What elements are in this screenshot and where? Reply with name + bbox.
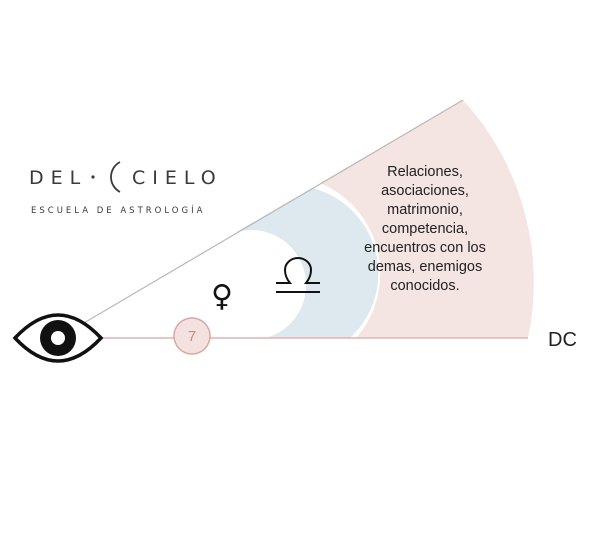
venus-icon: ♀ [211,279,233,314]
libra-icon [276,257,320,293]
description-line: matrimonio, [387,202,463,218]
description-line: asociaciones, [381,183,469,199]
eye-icon [12,313,104,363]
description-line: Relaciones, [387,164,463,180]
description-line: encuentros con los [364,240,486,256]
brand-tagline: ESCUELA DE ASTROLOGÍA [31,204,205,216]
house-cusp-ray [59,99,464,338]
description-line: demas, enemigos [368,259,482,275]
house-sector-band [320,100,534,338]
description-line: conocidos. [390,278,459,294]
brand-name-left: DEL [29,167,87,189]
brand-dot [91,175,95,179]
house-description: Relaciones, asociaciones, matrimonio, compe… [364,164,486,294]
brand-c-arc-icon [110,161,121,193]
house-number: 7 [188,328,196,345]
sign-sector-band [236,188,379,338]
brand-logo: DEL CIELO ESCUELA DE ASTROLOGÍA [29,161,223,216]
description-line: competencia, [382,221,468,237]
brand-name-right: CIELO [132,167,223,189]
house-number-badge: 7 [173,317,211,355]
descendant-label: DC [548,329,577,351]
